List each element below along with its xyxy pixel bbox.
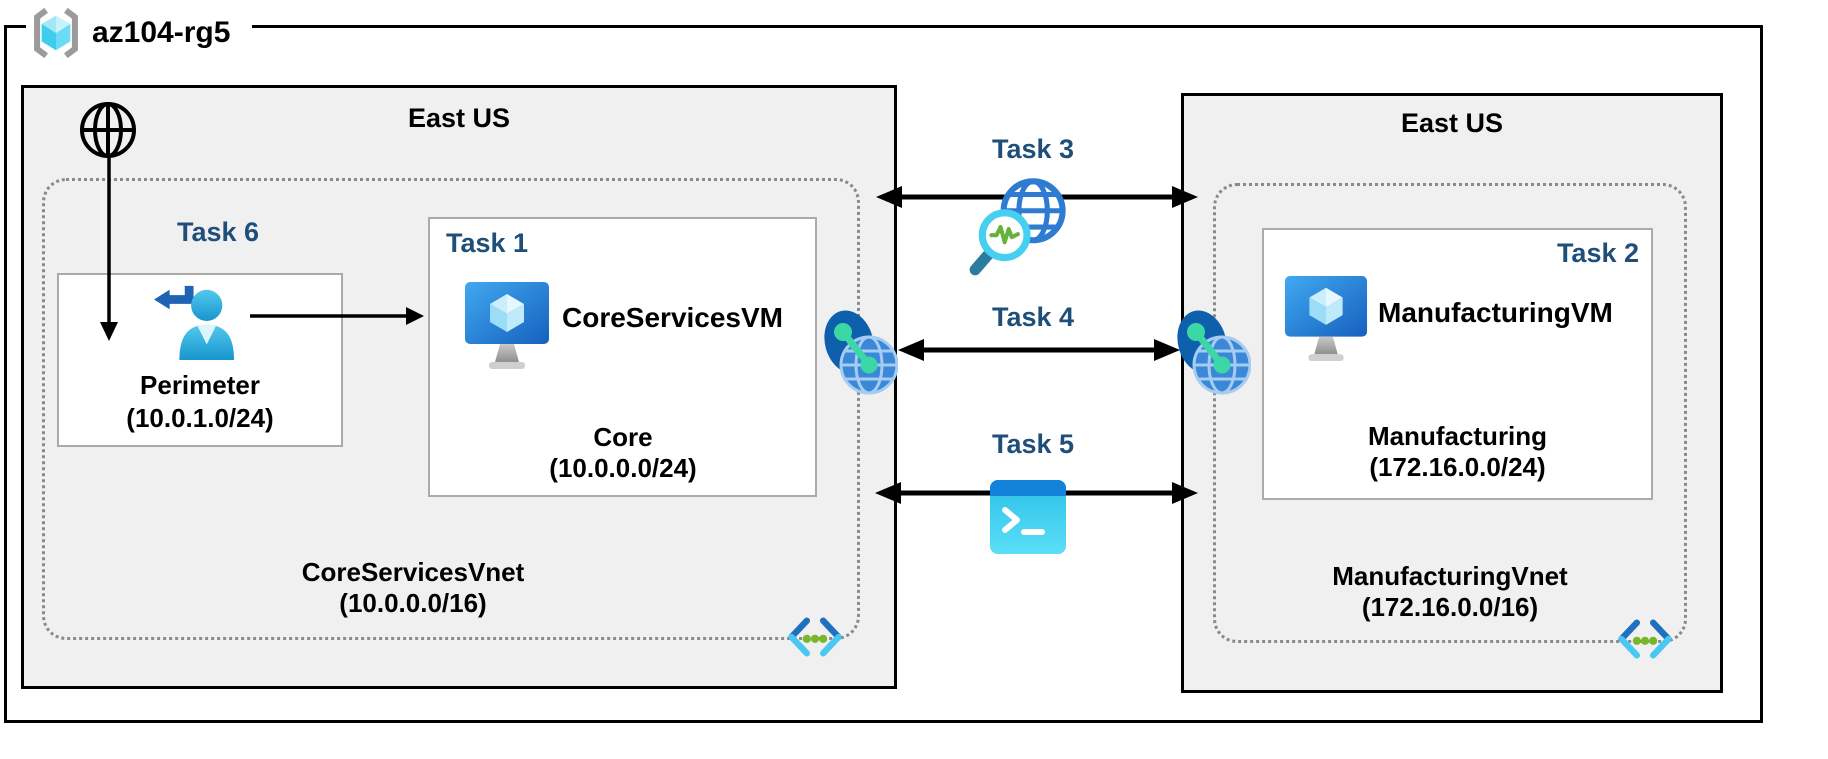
task1-label: Task 1 bbox=[446, 228, 529, 258]
coreservices-vnet-labels: CoreServicesVnet (10.0.0.0/16) bbox=[213, 557, 613, 619]
manufacturing-vnet-boundary bbox=[1213, 183, 1687, 643]
coreservices-vnet-name: CoreServicesVnet bbox=[301, 557, 525, 587]
manufacturing-vm-icon bbox=[1283, 274, 1369, 366]
peering-icon-right bbox=[1175, 305, 1251, 397]
resource-group-badge: az104-rg5 bbox=[26, 2, 253, 64]
core-subnet-cidr: (10.0.0.0/24) bbox=[549, 453, 697, 483]
manufacturing-subnet-cidr: (172.16.0.0/24) bbox=[1369, 452, 1546, 482]
task3-label: Task 3 bbox=[991, 134, 1075, 164]
perimeter-subnet-cidr: (10.0.1.0/24) bbox=[126, 403, 274, 433]
right-region-location-label: East US bbox=[1400, 108, 1504, 138]
internet-globe-icon bbox=[78, 100, 138, 160]
coreservices-vnet-icon bbox=[786, 613, 844, 661]
cloud-shell-icon bbox=[990, 480, 1066, 554]
network-watcher-icon bbox=[965, 168, 1087, 282]
user-signin-icon bbox=[152, 280, 238, 362]
manufacturing-vnet-name: ManufacturingVnet bbox=[1332, 561, 1568, 591]
task4-label: Task 4 bbox=[991, 302, 1075, 332]
manufacturing-vnet-labels: ManufacturingVnet (172.16.0.0/16) bbox=[1250, 561, 1650, 623]
task1-subnet-box bbox=[428, 217, 817, 497]
manufacturing-subnet-labels: Manufacturing (172.16.0.0/24) bbox=[1264, 421, 1651, 483]
manufacturing-vnet-icon bbox=[1616, 615, 1674, 663]
task2-label: Task 2 bbox=[1556, 238, 1639, 268]
task6-label: Task 6 bbox=[176, 217, 260, 247]
coreservices-vm-icon bbox=[463, 280, 551, 374]
perimeter-subnet-name: Perimeter bbox=[140, 370, 260, 400]
task2-subnet-box bbox=[1262, 228, 1653, 500]
core-subnet-name: Core bbox=[593, 422, 653, 452]
perimeter-subnet-labels: Perimeter (10.0.1.0/24) bbox=[60, 369, 340, 435]
coreservices-vnet-cidr: (10.0.0.0/16) bbox=[339, 588, 487, 618]
coreservices-vm-name: CoreServicesVM bbox=[562, 302, 784, 333]
manufacturing-vnet-cidr: (172.16.0.0/16) bbox=[1361, 592, 1539, 622]
coreservices-vnet-boundary bbox=[42, 178, 860, 640]
internet-to-perimeter-arrow bbox=[100, 158, 118, 341]
manufacturing-subnet-name: Manufacturing bbox=[1367, 421, 1548, 451]
resource-group-name: az104-rg5 bbox=[92, 16, 231, 49]
left-region-location-label: East US bbox=[407, 103, 511, 133]
task4-arrow bbox=[898, 339, 1180, 361]
task5-label: Task 5 bbox=[991, 429, 1075, 459]
core-subnet-labels: Core (10.0.0.0/24) bbox=[430, 422, 816, 484]
peering-icon-left bbox=[822, 305, 898, 397]
resource-group-icon bbox=[28, 3, 84, 63]
manufacturing-vm-name: ManufacturingVM bbox=[1378, 297, 1613, 328]
perimeter-to-vm-arrow bbox=[250, 307, 424, 325]
